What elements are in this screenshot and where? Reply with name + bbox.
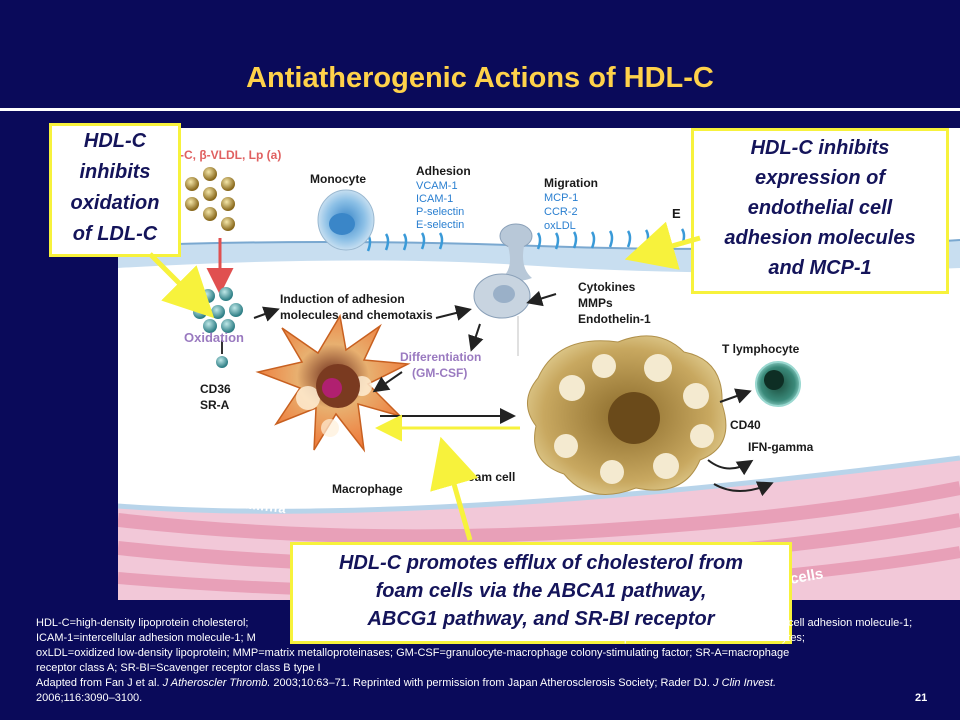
gm-csf-label: (GM-CSF) (412, 366, 468, 380)
t-lymphocyte-label: T lymphocyte (722, 342, 800, 356)
migration-item: CCR-2 (544, 206, 578, 218)
footnote-citation: Adapted from Fan J et al. J Atheroscler … (36, 676, 936, 691)
citation-text: 2003;10:63–71. Reprinted with permission… (270, 677, 714, 689)
induction-label-line1: Induction of adhesion (280, 292, 405, 306)
callout-line: and MCP-1 (768, 257, 872, 279)
migrating-monocyte (473, 223, 533, 319)
footnote-line2-left: ICAM-1=intercellular adhesion molecule-1… (36, 632, 256, 644)
footnote-line: receptor class A; SR-BI=Scavenger recept… (36, 662, 321, 674)
ifn-gamma-label: IFN-gamma (748, 440, 814, 454)
oxidation-label: Oxidation (184, 330, 244, 345)
migration-label: Migration (544, 176, 598, 190)
sr-a-label: SR-A (200, 398, 230, 412)
receptor-bound-particle (216, 356, 228, 368)
adhesion-item: P-selectin (416, 206, 465, 218)
adhesion-item: ICAM-1 (416, 193, 454, 205)
endothelin-label: Endothelin-1 (578, 312, 651, 326)
callout-adhesion: HDL-C inhibits expression of endothelial… (691, 128, 949, 294)
footnote-line1-left: HDL-C=high-density lipoprotein cholester… (36, 617, 249, 629)
monocyte-cell (317, 189, 375, 251)
foam-cell (527, 335, 727, 495)
adhesion-label: Adhesion (416, 164, 471, 178)
mmps-label: MMPs (578, 296, 613, 310)
footnote-line: 2006;116:3090–3100. (36, 692, 143, 704)
induction-label-line2: molecules and chemotaxis (280, 308, 433, 322)
callout-line: oxidation (70, 192, 160, 214)
macrophage-cell (255, 313, 411, 453)
callout-line: HDL-C promotes efflux of cholesterol fro… (338, 552, 744, 574)
callout-line: of LDL-C (72, 223, 158, 245)
migration-item: MCP-1 (544, 192, 579, 204)
footnote-line1-right: cell adhesion molecule-1; (788, 617, 913, 629)
migration-item: oxLDL (544, 220, 576, 232)
callout-efflux: HDL-C promotes efflux of cholesterol fro… (290, 542, 792, 644)
citation-journal: J Clin Invest. (713, 677, 777, 689)
macrophage-label: Macrophage (332, 482, 403, 496)
footnote-line: ICAM-1=intercellular adhesion molecule-1… (36, 631, 936, 646)
callout-line: endothelial cell (747, 197, 893, 219)
callout-line: adhesion molecules (724, 227, 916, 249)
callout-line: HDL-C (83, 130, 147, 152)
title-divider (0, 108, 960, 111)
footnote: HDL-C=high-density lipoprotein cholester… (36, 616, 936, 706)
footnote-line: oxLDL=oxidized low-density lipoprotein; … (36, 647, 790, 659)
callout-line: foam cells via the ABCA1 pathway, (375, 580, 707, 602)
cd36-label: CD36 (200, 382, 231, 396)
t-lymphocyte-cell (755, 361, 801, 407)
endothelium-label-partial: E (672, 206, 681, 221)
citation-journal: J Atheroscler Thromb. (162, 677, 271, 689)
lipid-particles-label: -C, β-VLDL, Lp (a) (180, 148, 282, 162)
callout-oxidation: HDL-C inhibits oxidation of LDL-C (49, 123, 181, 257)
adhesion-item: VCAM-1 (416, 180, 458, 192)
cytokines-label: Cytokines (578, 280, 636, 294)
callout-line: HDL-C inhibits (750, 137, 890, 159)
adhesion-item: E-selectin (416, 219, 465, 231)
monocyte-label: Monocyte (310, 172, 367, 186)
differentiation-label: Differentiation (400, 350, 482, 364)
cd40-label: CD40 (730, 418, 761, 432)
footnote-line2-right: present on the surface of monocytes; (624, 632, 805, 644)
callout-line: ABCG1 pathway, and SR-BI receptor (367, 608, 715, 630)
citation-text: Adapted from Fan J et al. (36, 677, 163, 689)
callout-line: expression of (754, 167, 886, 189)
slide-title: Antiatherogenic Actions of HDL-C (246, 62, 714, 94)
page-number: 21 (915, 692, 928, 704)
pathway-arrows (253, 290, 774, 497)
callout-line: inhibits (79, 161, 151, 183)
ldl-particles (185, 167, 235, 231)
footnote-line: HDL-C=high-density lipoprotein cholester… (36, 616, 936, 631)
